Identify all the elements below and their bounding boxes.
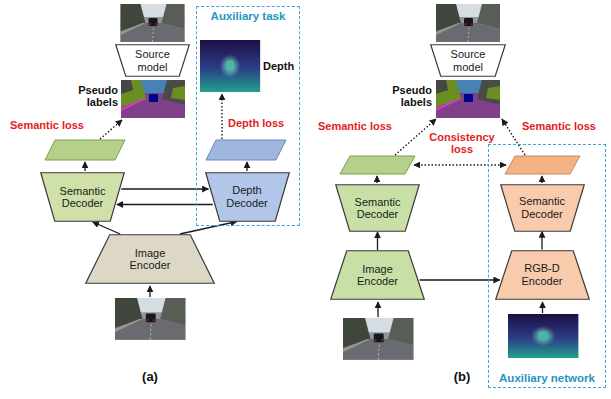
depth-map (508, 314, 578, 358)
panel-label: (a) (138, 370, 162, 385)
decoder-block: Semantic Decoder (335, 184, 420, 232)
loss-label: Depth loss (228, 117, 284, 129)
group-heading: Auxiliary network (489, 372, 605, 384)
decoder-block: Depth Decoder (205, 172, 290, 222)
auxiliary-group: Auxiliary taskDepth Decoder (196, 6, 300, 226)
auxiliary-group: Auxiliary network Semantic DecoderRGB-D E… (488, 144, 606, 388)
annotation-label: Pseudo labels (62, 84, 118, 109)
feature-plane (505, 156, 580, 174)
model-box: Source model (115, 44, 190, 77)
flow-arrow (84, 162, 85, 171)
consistency-arrow (414, 164, 506, 165)
block-outline (205, 172, 289, 221)
encoder-block: RGB-D Encoder (495, 250, 590, 300)
block-label: Source model (443, 48, 493, 73)
feature-plane (45, 140, 125, 160)
group-heading: Auxiliary task (197, 10, 299, 22)
flow-connector (541, 232, 542, 250)
loss-arrow (100, 120, 122, 139)
encoder-block: Image Encoder (85, 234, 215, 284)
block-label: Semantic Decoder (57, 185, 108, 210)
block-label: Image Encoder (349, 263, 406, 288)
flow-arrow (377, 302, 378, 317)
flow-connector (180, 222, 237, 235)
loss-label: Semantic loss (522, 120, 596, 132)
flow-arrow (246, 162, 247, 171)
encoder-block: Image Encoder (330, 250, 425, 300)
segmentation-map (436, 80, 500, 118)
flow-arrow (376, 176, 377, 183)
model-box: Source model (430, 44, 506, 77)
loss-label: Semantic loss (10, 119, 84, 131)
block-label: RGB-D Encoder (514, 262, 571, 287)
decoder-block: Semantic Decoder (500, 184, 585, 232)
flow-connector (93, 222, 120, 234)
panel-label: (b) (450, 370, 474, 385)
feature-plane (206, 140, 286, 160)
loss-arrow (502, 119, 525, 155)
loss-label: Consistency loss (426, 131, 498, 156)
flow-arrow (149, 286, 150, 297)
decoder-block: Semantic Decoder (40, 172, 125, 222)
block-outline (116, 45, 190, 77)
block-outline (86, 235, 215, 284)
block-label: Image Encoder (119, 247, 181, 272)
flow-arrow (542, 302, 543, 313)
feature-plane (340, 156, 415, 174)
loss-label: Semantic loss (318, 120, 392, 132)
block-label: Semantic Decoder (352, 196, 403, 221)
flow-arrow (541, 176, 542, 183)
block-label: Depth Decoder (222, 184, 273, 209)
block-outline (495, 250, 589, 299)
block-outline (41, 173, 125, 222)
block-outline (331, 251, 425, 300)
flow-connector (117, 204, 213, 205)
loss-arrow (221, 94, 222, 139)
block-outline (500, 184, 584, 231)
input-photo (115, 298, 185, 340)
annotation-label: Pseudo labels (376, 84, 432, 109)
input-photo (343, 318, 413, 360)
block-outline (431, 45, 506, 77)
block-label: Source model (128, 48, 177, 73)
street-photo (121, 4, 185, 42)
street-photo (436, 4, 500, 42)
depth-map (200, 40, 260, 92)
flow-connector (377, 232, 378, 250)
annotation-label: Depth (263, 60, 294, 72)
segmentation-map (121, 80, 185, 118)
block-outline (336, 185, 420, 232)
block-label: Semantic Decoder (517, 195, 568, 220)
